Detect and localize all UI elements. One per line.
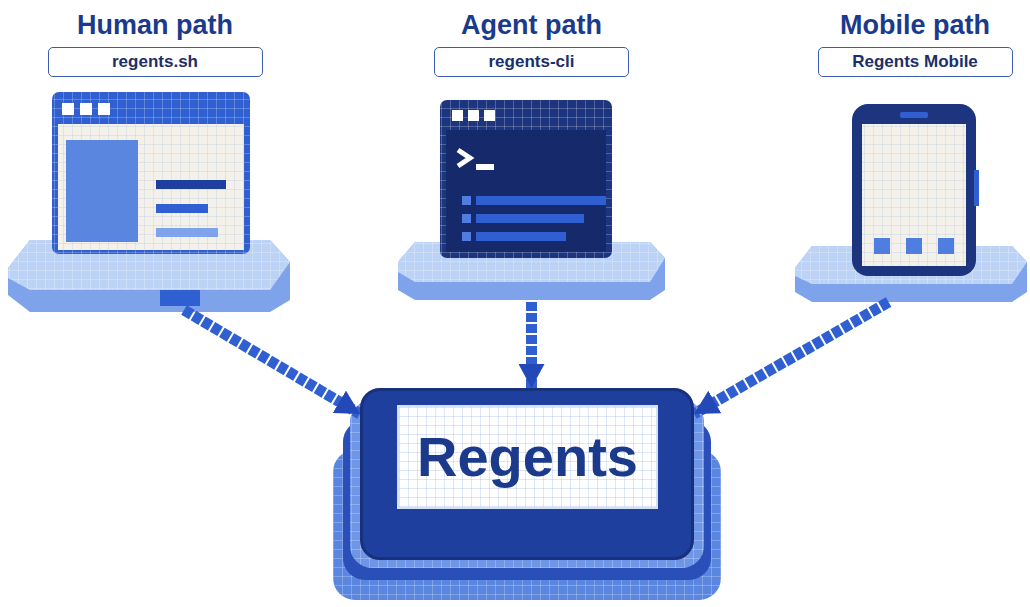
path-column: Mobile pathRegents Mobile: [805, 2, 1025, 302]
label-pill: Regents Mobile: [818, 47, 1013, 77]
label-pill: regents.sh: [48, 47, 263, 77]
label-pill: regents-cli: [434, 47, 629, 77]
path-column: Human path regents.sh: [10, 2, 300, 310]
hub-label-plate: Regents: [397, 405, 658, 509]
flow-arrow: [694, 302, 889, 414]
hub-text-stack: Regents: [417, 425, 638, 489]
path-heading: Agent path: [461, 8, 602, 42]
flow-arrow: [184, 310, 360, 414]
browser-window-icon: [52, 92, 250, 254]
pill-label: regents.sh: [112, 52, 198, 71]
path-heading: Human path: [77, 8, 233, 42]
phone-icon: [852, 104, 979, 276]
terminal-window-icon: [440, 100, 612, 258]
hub-title: Regents: [417, 425, 638, 489]
path-heading: Mobile path: [840, 8, 990, 42]
pill-label: regents-cli: [489, 52, 575, 71]
path-column: Agent path regents-cli: [398, 2, 665, 302]
pill-label: Regents Mobile: [852, 52, 978, 71]
hub-box: Regents: [360, 388, 694, 560]
flow-arrow: [526, 302, 537, 388]
